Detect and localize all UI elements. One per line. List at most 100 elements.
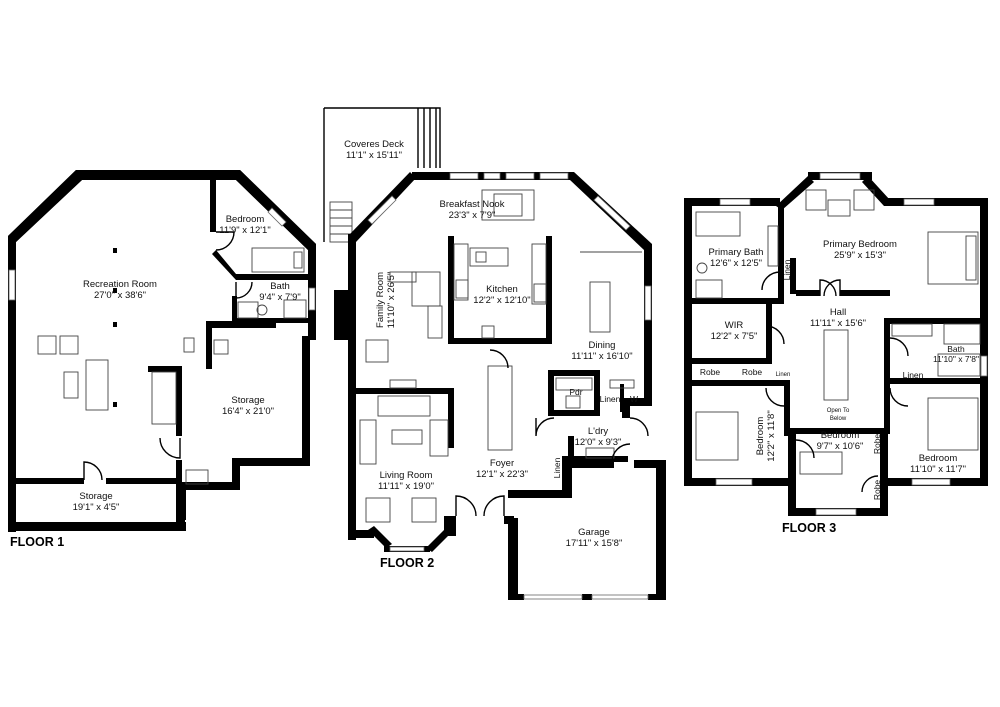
floor-1-storage-wall-mid [206, 321, 212, 369]
floor-3-door-swing [823, 279, 841, 297]
floor-3-window [719, 198, 751, 206]
deck-railing [417, 108, 437, 168]
laundry-wall-left [568, 436, 574, 462]
room-dims: 9'7" x 10'6" [817, 441, 864, 452]
room-dims: 25'9" x 15'3" [834, 250, 886, 261]
floor-3: Primary Bath 12'6" x 12'5" Primary Bedro… [684, 172, 988, 535]
pdr-toilet [565, 395, 581, 409]
floor-1-door-swing [159, 437, 181, 459]
room-dims: 19'1" x 4'5" [73, 502, 120, 513]
robe-wall [866, 428, 888, 434]
kitchen-range [533, 283, 547, 303]
floor-1-bed [251, 247, 305, 273]
room-dims: 12'2" x 7'5" [711, 331, 758, 342]
primary-bath-shower [695, 279, 723, 299]
nook-table-top [493, 193, 523, 217]
floor-3-wall-bottom-mid-right [880, 430, 888, 516]
floor-1-chair [59, 335, 79, 355]
primary-bath-vanity [767, 225, 779, 267]
floor-1-window [267, 207, 287, 227]
floor-2-wall-left [348, 234, 356, 540]
bath-wall-left [884, 318, 890, 382]
floor-2-window [367, 195, 397, 225]
floor-2-window [539, 172, 569, 180]
bed-left-wall-top [692, 380, 790, 386]
room-name: Foyer [490, 458, 514, 469]
floor-1-bed-pillow [293, 251, 303, 269]
dining-table [589, 281, 611, 333]
floor-2-bay-left [368, 526, 392, 548]
room-name: W [630, 394, 638, 404]
floor-1-storage-wall-top [206, 321, 276, 328]
living-armchair [365, 497, 391, 523]
floor-2: Coveres Deck 11'1" x 15'11" Breakfast No… [323, 107, 666, 600]
floor-2-door-swing [489, 349, 509, 369]
floor-1-storage-wall-bottom2 [176, 482, 240, 490]
bed-right-bed [927, 397, 979, 451]
floor-1-bath-wall-bottom [232, 318, 308, 323]
room-dims: 12'0" x 9'3" [575, 437, 622, 448]
floor-1-wall-left [8, 236, 16, 532]
garage-wall-top2 [564, 460, 614, 468]
floor-3-door-swing [819, 279, 837, 297]
floor-3-wall-top-right [884, 198, 988, 206]
room-name: Bath [947, 344, 965, 354]
garage-wall-bottom-right [648, 594, 666, 600]
room-dims: 23'3" x 7'9" [449, 210, 496, 221]
floor-3-window [911, 478, 951, 486]
primary-bed-pillow [965, 235, 977, 281]
room-dims: 12'6" x 12'5" [710, 258, 762, 269]
room-name: Family Room [375, 272, 386, 328]
room-name: Dining [589, 340, 616, 351]
deck-stair-treads [330, 209, 352, 235]
room-name: Robe [872, 434, 882, 455]
room-name: Breakfast Nook [440, 199, 505, 210]
floor-2-window [644, 285, 652, 321]
bed-left-wall-right [784, 380, 790, 436]
room-name: Storage [231, 395, 264, 406]
garage-wall-top3 [508, 490, 572, 498]
room-dims: 11'11" x 16'10" [571, 351, 632, 362]
floor-1-bath-wall-left [232, 296, 237, 323]
entry-bench [609, 379, 635, 389]
primary-armchair [853, 189, 875, 211]
floor-1-column [113, 248, 117, 253]
room-dims: 11'11" x 19'0" [378, 481, 434, 492]
floor-2-door-swing [629, 417, 649, 437]
floor-1-appliance [185, 469, 209, 485]
floor-1-window [8, 269, 16, 301]
pdr-wall-right [594, 370, 600, 416]
room-name: Robe [742, 367, 763, 377]
floor-1-outer-wall [8, 170, 316, 530]
living-armchair [411, 497, 437, 523]
room-dims: 17'11" x 15'8" [566, 538, 623, 549]
floor-2-wall-bottom-mid2 [504, 516, 514, 524]
kitchen-wall-bottom [448, 338, 550, 344]
room-dims: 11'1" x 15'11" [346, 150, 402, 161]
bed-mid-bed [799, 451, 843, 475]
floor-2-label: FLOOR 2 [380, 556, 434, 570]
room-name: Storage [79, 491, 112, 502]
room-dims: 11'9" x 12'1" [219, 225, 270, 236]
floor-1-bedroom-wall-diag [212, 250, 236, 280]
family-desk [411, 271, 441, 307]
floor-2-wall-right [644, 244, 652, 404]
floor-1-door-swing [235, 281, 253, 299]
floor-3-window [903, 198, 935, 206]
garage-wall-right [656, 460, 666, 600]
floor-3-door-swing [889, 337, 909, 357]
kitchen-island [469, 247, 509, 267]
primary-bed-wall-bottom [884, 318, 984, 324]
primary-table [827, 199, 851, 217]
room-name: Pdr [569, 387, 582, 397]
floor-2-fireplace [334, 290, 348, 340]
primary-bath-wall-right [778, 206, 784, 302]
floor-3-window [980, 355, 988, 377]
floor-1-storage-wall-bottom [232, 458, 310, 466]
floor-2-wall-bottom-mid [444, 516, 456, 536]
floor-3-window [715, 478, 753, 486]
hall-wall-top [796, 290, 820, 296]
floor-3-door-swing [761, 271, 781, 291]
primary-bath-wall-bottom [692, 298, 784, 304]
